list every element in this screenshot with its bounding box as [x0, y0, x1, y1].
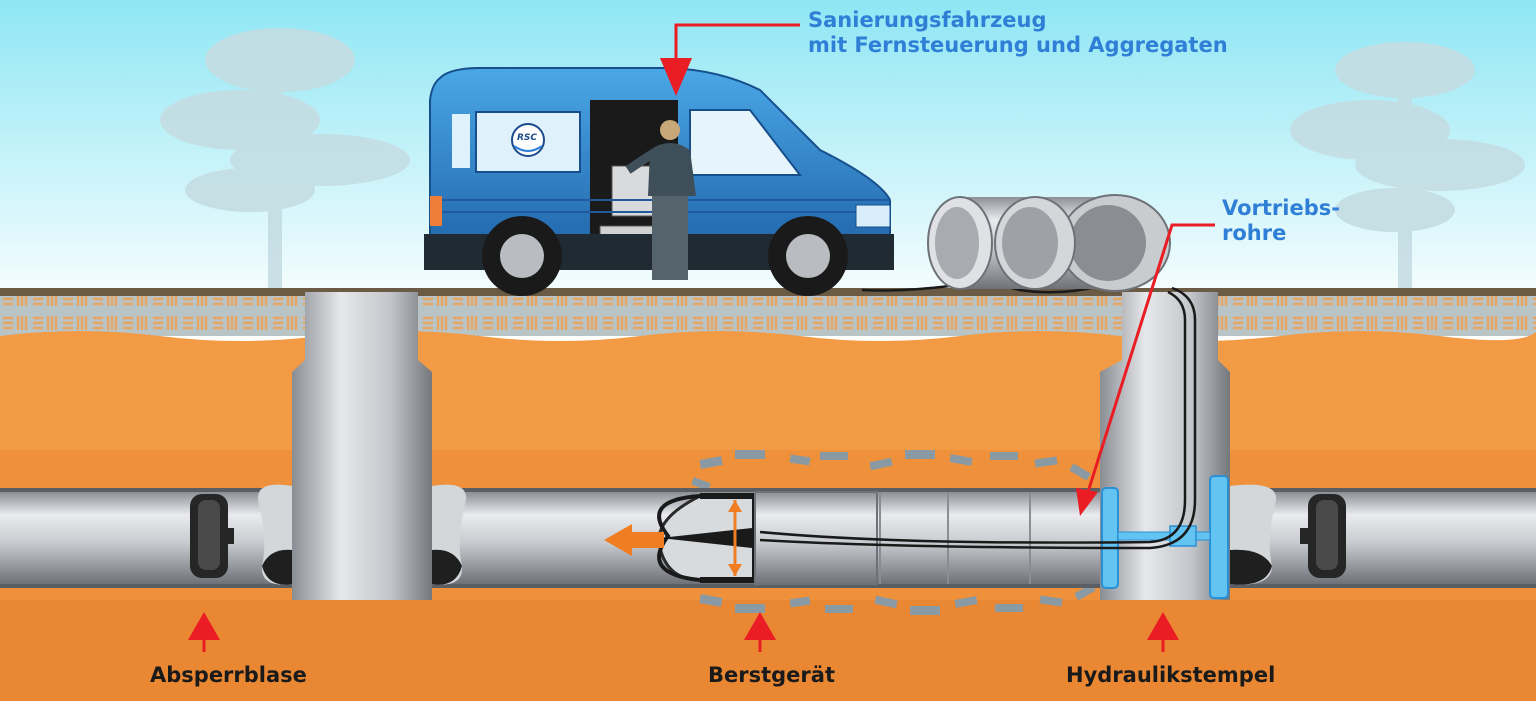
- label-vehicle-line1: Sanierungsfahrzeug: [808, 8, 1047, 32]
- vehicle-pointer: [660, 23, 800, 96]
- label-plug: Absperrblase: [150, 663, 307, 687]
- label-pipes-line2: rohre: [1222, 221, 1287, 245]
- pipe-plug-right: [1300, 494, 1346, 578]
- gravel-layer: [0, 296, 1536, 336]
- van-wheel-rear: [482, 216, 562, 296]
- label-jacking-pipes: Vortriebs- rohre: [1222, 196, 1340, 246]
- tree-left: [160, 28, 410, 292]
- tree-right: [1290, 42, 1525, 292]
- repair-van: [424, 67, 894, 296]
- manhole-right: [1100, 292, 1277, 600]
- operator: [625, 120, 696, 280]
- new-pipe-segments: [879, 492, 1031, 584]
- label-burster: Berstgerät: [708, 663, 835, 687]
- label-ram: Hydraulikstempel: [1066, 663, 1276, 687]
- thrust-arrow: [604, 524, 664, 556]
- label-vehicle: Sanierungsfahrzeug mit Fernsteuerung und…: [808, 8, 1228, 58]
- jacking-pipes: [927, 194, 1171, 292]
- van-logo-text: RSC: [517, 133, 538, 143]
- van-logo: [511, 123, 545, 157]
- label-vehicle-line2: mit Fernsteuerung und Aggregaten: [808, 33, 1228, 57]
- plug-pointer: [188, 612, 220, 652]
- pointer-arrows: [188, 23, 1215, 652]
- pipes-pointer: [1076, 223, 1215, 516]
- van-wheel-front: [768, 216, 848, 296]
- ground-surface: [0, 288, 1536, 296]
- ram-pointer: [1147, 612, 1179, 652]
- burster-pointer: [744, 612, 776, 652]
- pipe-plug-left: [190, 494, 234, 578]
- ground-cracks: [691, 450, 1096, 615]
- manhole-left: [257, 292, 467, 600]
- label-pipes-line1: Vortriebs-: [1222, 196, 1340, 220]
